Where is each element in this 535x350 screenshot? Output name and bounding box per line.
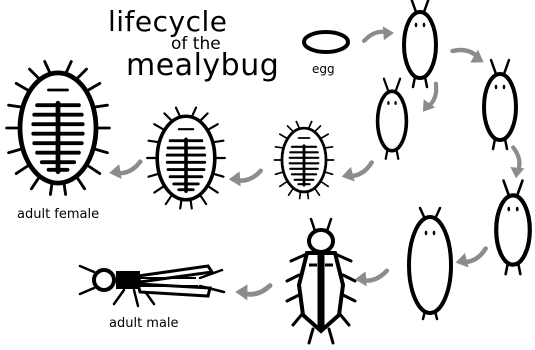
arrow-nymph-4-to-prepupa xyxy=(454,246,490,271)
nymph-stage-4-icon xyxy=(496,181,530,274)
egg-icon xyxy=(304,32,348,52)
egg-label: egg xyxy=(312,63,335,75)
adult-female-label: adult female xyxy=(17,208,99,221)
arrow-egg-branch-to-nymph xyxy=(418,82,446,116)
arrow-nymph-1-to-nymph-2 xyxy=(451,40,487,68)
arrow-nymph-2-to-nymph-4 xyxy=(510,147,524,178)
adult-male-icon xyxy=(80,266,224,306)
arrow-prepupa-to-pupa xyxy=(354,268,389,289)
adult-female-icon xyxy=(7,61,110,194)
nymph-stage-1-icon xyxy=(404,0,436,87)
female-nymph-icon xyxy=(274,122,333,199)
pupa-icon xyxy=(287,219,355,343)
arrow-pupa-to-adult-male xyxy=(235,282,271,301)
young-female-icon xyxy=(147,108,225,209)
arrow-egg-to-nymph-1 xyxy=(362,25,395,44)
arrow-nymph-3-to-female-nymph xyxy=(340,160,376,185)
nymph-stage-2-icon xyxy=(484,60,516,149)
nymph-stage-3-icon xyxy=(378,79,407,159)
arrow-young-female-to-adult-female xyxy=(108,159,144,182)
arrow-female-nymph-to-young-female xyxy=(228,168,263,189)
prepupa-icon xyxy=(409,208,451,319)
adult-male-label: adult male xyxy=(109,317,179,330)
